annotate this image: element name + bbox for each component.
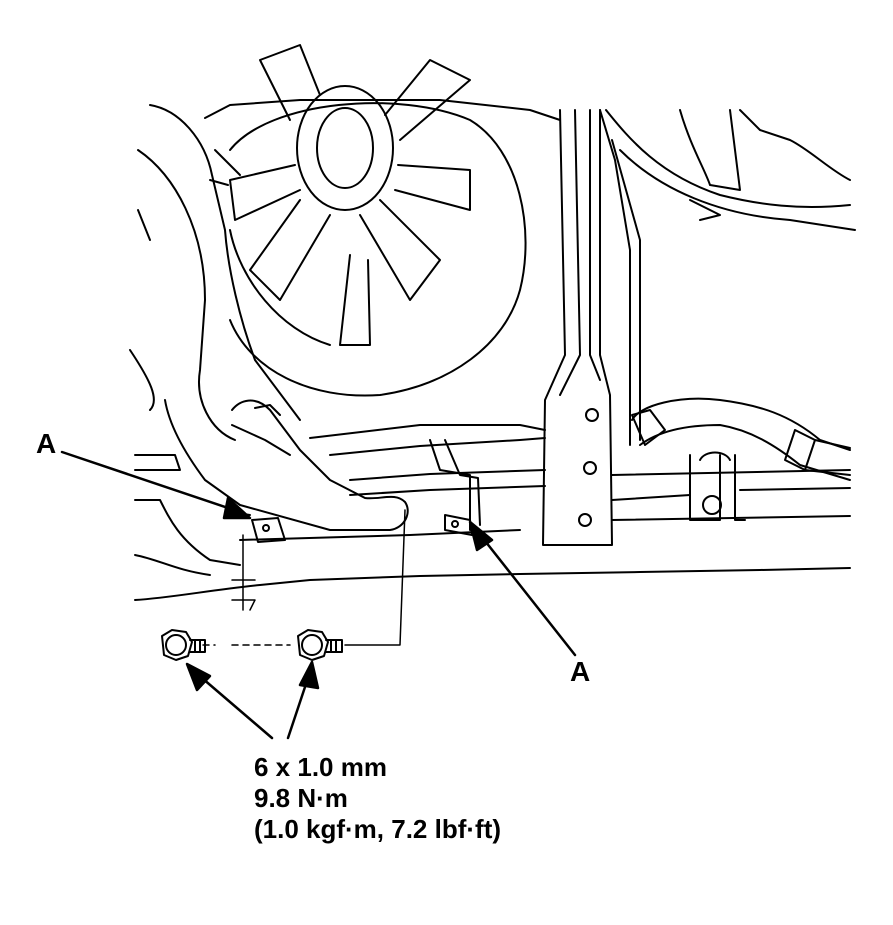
vertical-bracket bbox=[542, 109, 641, 546]
right-hose bbox=[605, 109, 856, 521]
bolt-torque-spec: 6 x 1.0 mm 9.8 N·m (1.0 kgf·m, 7.2 lbf·f… bbox=[254, 752, 501, 845]
flange-bolt-left bbox=[161, 629, 206, 661]
radiator-hose bbox=[129, 149, 409, 531]
fan-shroud bbox=[149, 99, 561, 421]
callout-label-a-right: A bbox=[570, 656, 591, 687]
torque-nm: 9.8 N·m bbox=[254, 783, 348, 813]
callout-arrow-right bbox=[468, 520, 577, 657]
bolt-spec-arrows bbox=[185, 660, 320, 740]
fan-blades bbox=[229, 44, 471, 346]
bolt-size: 6 x 1.0 mm bbox=[254, 752, 387, 782]
torque-alt-units: (1.0 kgf·m, 7.2 lbf·ft) bbox=[254, 814, 502, 844]
callout-label-a-left: A bbox=[36, 428, 57, 459]
bolt-leader-lines bbox=[202, 509, 406, 646]
flange-bolt-right bbox=[297, 629, 343, 661]
callout-arrow-left bbox=[60, 450, 252, 520]
